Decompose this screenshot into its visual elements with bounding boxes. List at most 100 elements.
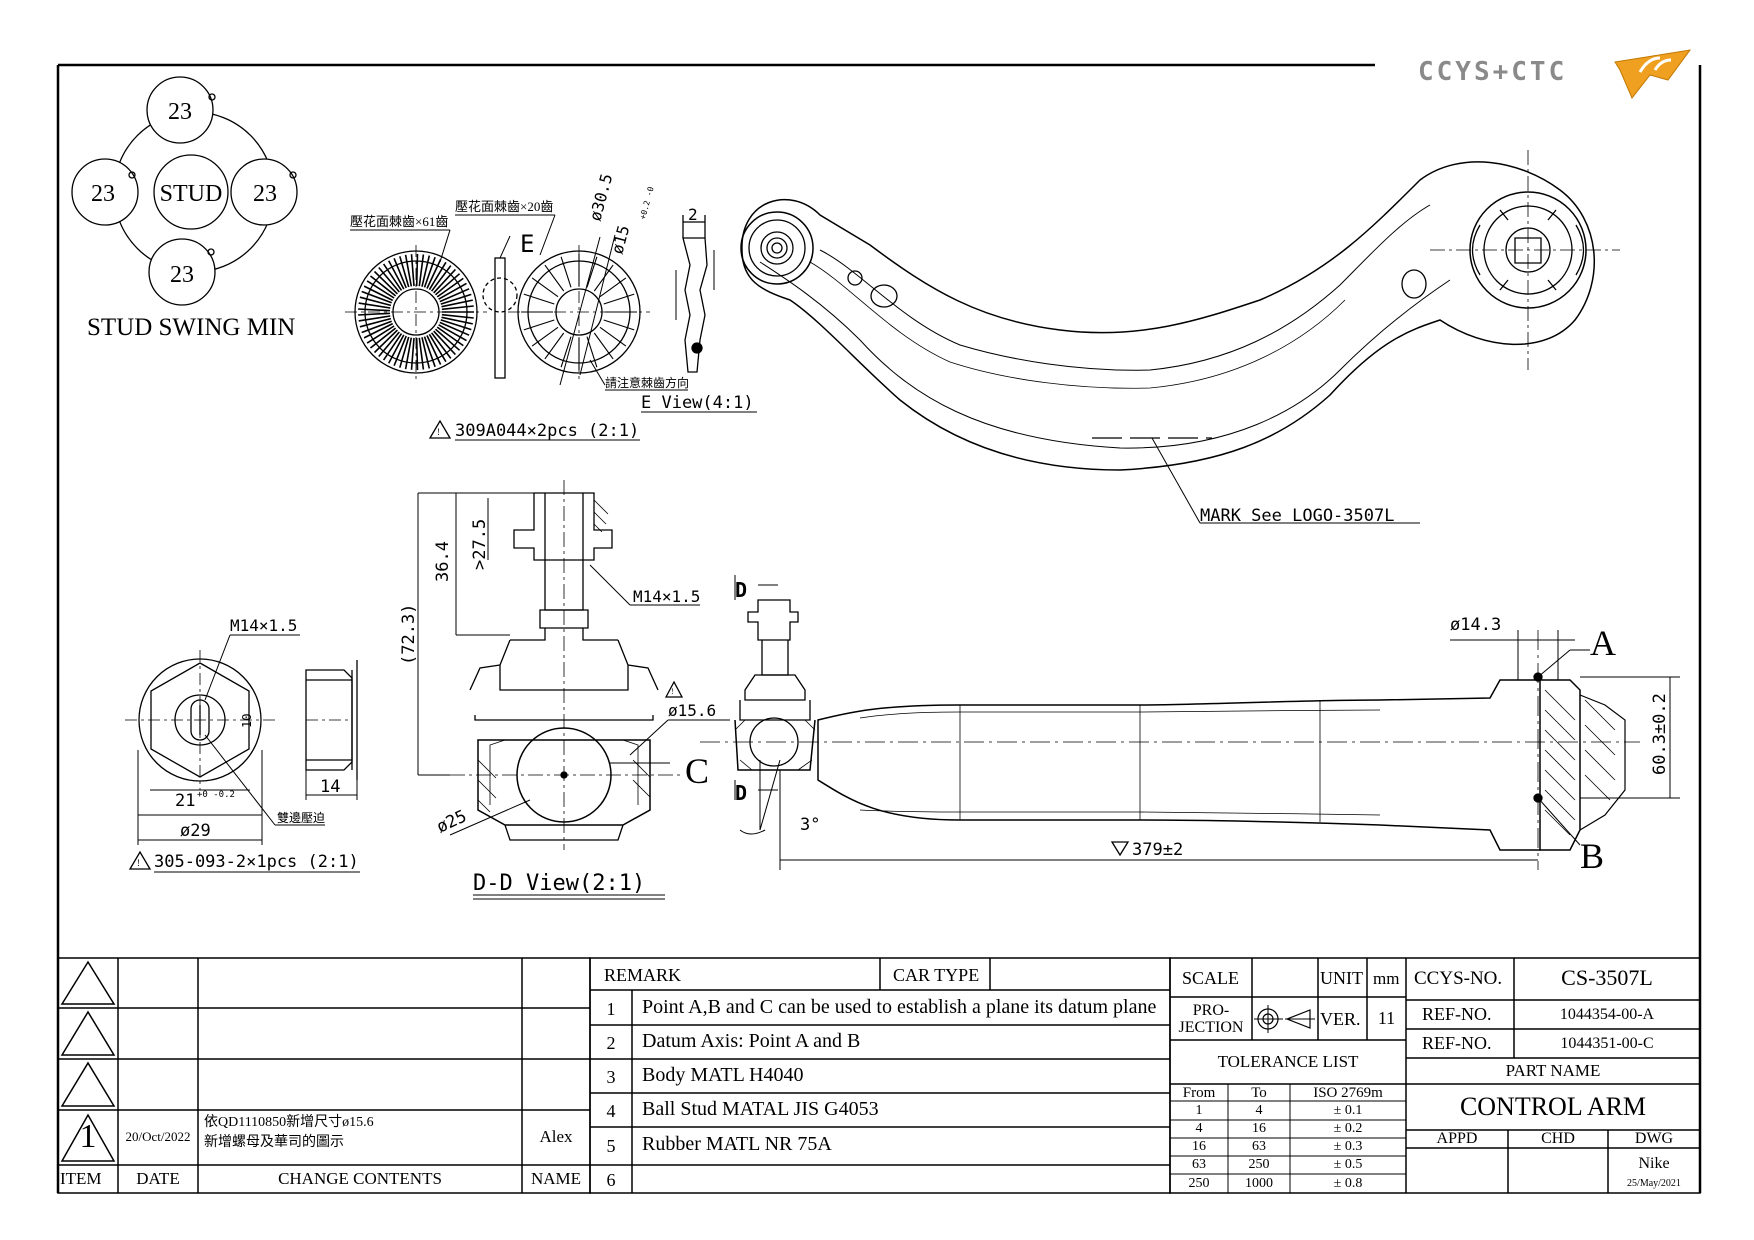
change-row-item: 1 <box>79 1118 97 1155</box>
dim-14-3: ø14.3 <box>1450 615 1501 635</box>
tol-header-from: From <box>1182 1085 1216 1101</box>
svg-text:!: ! <box>437 427 440 437</box>
ccys-no-value: CS-3507L <box>1561 965 1653 990</box>
title-block-grid <box>1169 957 1701 1194</box>
company-logo: CCYS+CTC <box>1418 49 1692 99</box>
remark-num-2: 2 <box>606 1033 616 1053</box>
ref-no-value-2: 1044351-00-C <box>1560 1035 1654 1052</box>
section-d-bottom: D <box>735 781 747 805</box>
dim-15-tol: +0.2 -0 <box>638 185 655 220</box>
dd-thread-label: M14×1.5 <box>633 587 700 606</box>
dim-30-5: ø30.5 <box>586 172 617 223</box>
tol-from-2: 4 <box>1195 1121 1203 1136</box>
svg-text:!: ! <box>671 687 674 696</box>
dim-60-3: 60.3±0.2 <box>1650 693 1670 775</box>
stud-swing-diagram: 23 23 23 23 STUD STUD SWING MIN <box>71 76 298 341</box>
change-row-name: Alex <box>539 1127 573 1146</box>
remark-num-6: 6 <box>606 1170 616 1190</box>
control-arm-top-view: MARK See LOGO-3507L <box>740 150 1620 526</box>
ccys-no-label: CCYS-NO. <box>1414 968 1503 989</box>
tol-to-1: 4 <box>1255 1103 1263 1118</box>
teeth-20-label: 壓花面棘齒×20齒 <box>455 199 553 214</box>
nut-dim-14: 14 <box>320 777 340 797</box>
tol-from-1: 1 <box>1195 1103 1203 1118</box>
nut-crimp-note: 雙邊壓迫 <box>277 811 325 825</box>
overall-length: 379±2 <box>1132 840 1183 860</box>
ref-no-label-1: REF-NO. <box>1422 1004 1492 1024</box>
tilt-angle-label: 3° <box>800 815 820 835</box>
remark-text-3: Body MATL H4040 <box>642 1064 804 1086</box>
nut-part-note: 305-093-2×1pcs (2:1) <box>154 852 359 872</box>
header-item: ITEM <box>60 1169 102 1188</box>
dim-2: 2 <box>688 205 698 224</box>
unit-label: UNIT <box>1320 968 1363 988</box>
header-date: DATE <box>136 1169 180 1188</box>
tol-from-3: 16 <box>1192 1139 1206 1154</box>
unit-value: mm <box>1373 969 1400 988</box>
part-name-label: PART NAME <box>1505 1061 1601 1080</box>
svg-text:CCYS+CTC: CCYS+CTC <box>1418 57 1567 87</box>
tolerance-title: TOLERANCE LIST <box>1217 1052 1359 1071</box>
tol-header-iso: ISO 2769m <box>1313 1085 1383 1101</box>
teeth-direction-note: 請注意棘齒方向 <box>605 375 689 390</box>
stud-swing-caption: STUD SWING MIN <box>87 314 295 341</box>
nut-dim-21-tol: +0 -0.2 <box>197 790 235 800</box>
swing-center-label: STUD <box>160 181 223 207</box>
tol-to-4: 250 <box>1248 1157 1270 1172</box>
tol-value-2: ± 0.2 <box>1333 1121 1363 1136</box>
remark-text-5: Rubber MATL NR 75A <box>642 1133 832 1155</box>
dd-dim-36-4: 36.4 <box>433 541 453 582</box>
e-view-label: E View(4:1) <box>641 393 754 413</box>
nut-dim-21: 21 <box>175 791 195 811</box>
control-arm-side-view: D D 3° ø14.3 A B 60.3±0.2 379±2 <box>700 575 1680 876</box>
chd-label: CHD <box>1541 1130 1575 1147</box>
swing-angle-left: 23 <box>91 181 115 207</box>
svg-text:!: ! <box>137 858 140 868</box>
section-d-top: D <box>735 578 747 602</box>
dd-dim-27-5: >27.5 <box>470 519 490 570</box>
remark-text-2: Datum Axis: Point A and B <box>642 1030 861 1052</box>
remark-text-1: Point A,B and C can be used to establish… <box>642 996 1157 1018</box>
remark-text-4: Ball Stud MATAL JIS G4053 <box>642 1098 879 1120</box>
remark-label: REMARK <box>604 965 682 985</box>
part-name-value: CONTROL ARM <box>1459 1092 1647 1121</box>
appd-label: APPD <box>1436 1130 1478 1147</box>
change-block-grid <box>57 957 591 1194</box>
tol-value-5: ± 0.8 <box>1333 1176 1363 1191</box>
washer-detail: 壓花面棘齒×61齒 壓花面棘齒×20齒 E ø30.5 ø15 +0.2 -0 … <box>345 172 757 441</box>
scale-label: SCALE <box>1182 968 1240 988</box>
dd-section-view: 36.4 >27.5 (72.3) M14×1.5 ! ø15.6 C ø25 … <box>399 480 730 900</box>
ver-value: 11 <box>1377 1008 1396 1028</box>
header-name: NAME <box>530 1169 582 1188</box>
tol-value-4: ± 0.5 <box>1333 1157 1363 1172</box>
tol-from-5: 250 <box>1188 1176 1210 1191</box>
remark-num-5: 5 <box>606 1136 616 1156</box>
mark-logo-note: MARK See LOGO-3507L <box>1200 506 1394 526</box>
change-row-date: 20/Oct/2022 <box>125 1129 191 1144</box>
washer-part-note: 309A044×2pcs (2:1) <box>455 421 639 441</box>
tol-to-3: 63 <box>1252 1139 1266 1154</box>
nut-dim-29: ø29 <box>180 821 211 841</box>
projection-label-2: JECTION <box>1178 1019 1244 1036</box>
dwg-date: 25/May/2021 <box>1627 1178 1681 1189</box>
swing-angle-top: 23 <box>168 99 192 125</box>
dd-dim-15-6: ø15.6 <box>668 701 716 720</box>
point-c-label: C <box>685 751 709 791</box>
swing-angle-right: 23 <box>253 181 277 207</box>
teeth-61-label: 壓花面棘齒×61齒 <box>350 214 448 229</box>
point-b-label: B <box>1580 836 1604 876</box>
ver-label: VER. <box>1320 1009 1361 1029</box>
change-row-contents-1: 依QD1110850新增尺寸ø15.6 <box>204 1115 374 1130</box>
remark-num-3: 3 <box>606 1067 616 1087</box>
point-a-label: A <box>1590 623 1616 663</box>
e-view-marker: E <box>520 230 534 258</box>
tol-to-5: 1000 <box>1245 1176 1273 1191</box>
tol-value-1: ± 0.1 <box>1333 1103 1363 1118</box>
nut-dim-10: 10 <box>240 714 254 728</box>
dd-dim-25: ø25 <box>434 806 470 837</box>
nut-detail: M14×1.5 10 21 +0 -0.2 ø29 雙邊壓迫 14 ! 305-… <box>125 616 360 873</box>
tol-value-3: ± 0.3 <box>1333 1139 1363 1154</box>
dwg-name: Nike <box>1638 1155 1670 1172</box>
projection-label-1: PRO- <box>1192 1002 1230 1019</box>
